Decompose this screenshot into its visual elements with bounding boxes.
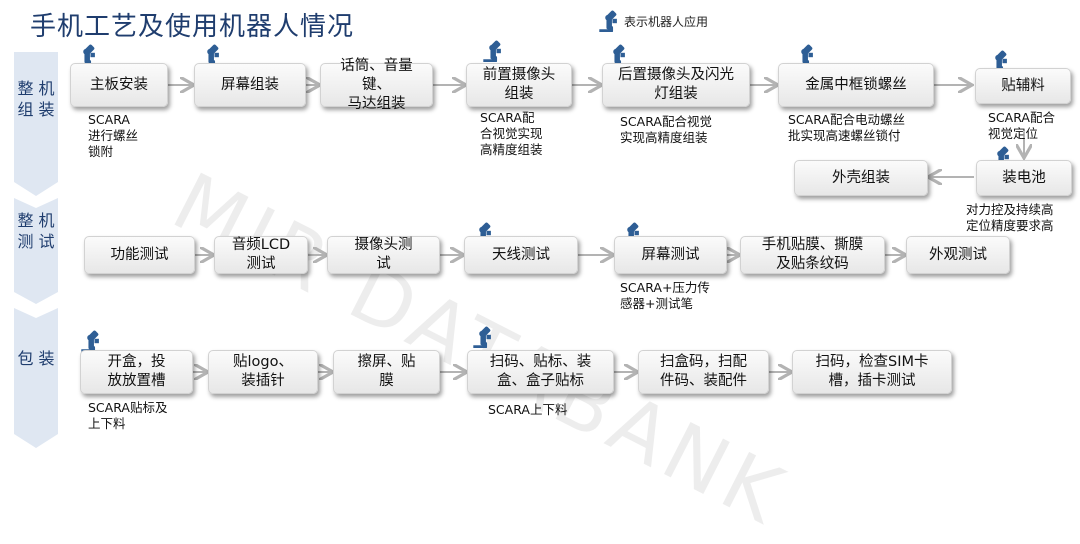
process-step-main-board-install: 主板安装: [70, 63, 168, 107]
flow-arrows: [168, 0, 1080, 455]
robot-note: SCARA上下料: [488, 402, 568, 417]
robot-note: SCARA配 合视觉实现 高精度组装: [480, 110, 543, 157]
process-step-camera-test: 摄像头测 试: [327, 236, 440, 274]
robot-note: SCARA贴标及 上下料: [88, 400, 168, 431]
robot-note: SCARA配合视觉 实现高精度组装: [620, 114, 712, 145]
process-step-open-box: 开盒，投 放放置槽: [80, 350, 193, 394]
section-label: 包 装: [17, 349, 55, 368]
legend: 表示机器人应用: [596, 10, 708, 32]
section-testing: 整 机 测 试: [14, 198, 58, 304]
section-banner-shape: [14, 308, 58, 448]
robot-note: 对力控及持续高 定位精度要求高: [966, 202, 1054, 233]
robot-note: SCARA配合 视觉定位: [988, 110, 1055, 141]
robot-arm-icon: [480, 40, 502, 62]
process-step-screen-test: 屏幕测试: [614, 236, 727, 274]
robot-note: SCARA配合电动螺丝 批实现高速螺丝锁付: [788, 112, 905, 143]
legend-text: 表示机器人应用: [624, 14, 709, 29]
section-packaging: 包 装: [14, 308, 58, 448]
process-step-audio-lcd-test: 音频LCD 测试: [214, 236, 308, 274]
process-step-antenna-test: 天线测试: [464, 236, 578, 274]
process-step-appearance-test: 外观测试: [906, 236, 1010, 274]
section-label: 整 机 测 试: [17, 211, 55, 251]
process-step-scan-label-box: 扫码、贴标、装 盒、盒子贴标: [467, 350, 614, 394]
process-step-function-test: 功能测试: [84, 236, 195, 274]
process-step-metal-frame-screws: 金属中框锁螺丝: [778, 63, 934, 107]
process-step-screen-assembly: 屏幕组装: [194, 63, 306, 107]
robot-arm-icon: [470, 326, 492, 348]
process-step-rear-camera-flash: 后置摄像头及闪光 灯组装: [602, 63, 750, 107]
process-step-scan-accessories: 扫盒码，扫配 件码、装配件: [638, 350, 769, 394]
section-banner-shape: [14, 52, 58, 196]
section-assembly: 整 机 组 装: [14, 52, 58, 196]
robot-arm-icon: [78, 330, 100, 352]
robot-note: SCARA+压力传 感器+测试笔: [620, 280, 710, 311]
page-title: 手机工艺及使用机器人情况: [30, 12, 355, 42]
process-step-film-and-stripe-code: 手机贴膜、撕膜 及贴条纹码: [740, 236, 885, 274]
process-step-logo-and-pins: 贴logo、 装插针: [208, 350, 318, 394]
section-label: 整 机 组 装: [17, 79, 55, 119]
process-step-housing-assembly: 外壳组装: [794, 160, 928, 196]
process-step-wipe-and-film: 擦屏、贴 膜: [333, 350, 440, 394]
robot-note: SCARA 进行螺丝 锁附: [88, 112, 139, 159]
robot-arm-icon: [596, 10, 618, 32]
process-step-mic-volume-motor: 话筒、音量键、 马达组装: [320, 58, 433, 112]
process-step-battery: 装电池: [976, 160, 1072, 196]
process-step-sim-tray-test: 扫码，检查SIM卡 槽，插卡测试: [792, 350, 952, 394]
process-step-auxiliary-material: 贴辅料: [975, 68, 1071, 104]
section-banner-shape: [14, 198, 58, 304]
process-step-front-camera: 前置摄像头 组装: [466, 63, 572, 107]
